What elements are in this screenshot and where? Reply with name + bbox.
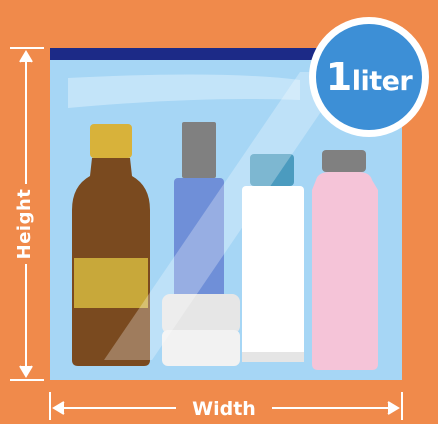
height-label: Height: [0, 204, 64, 244]
volume-number: 1: [326, 55, 352, 99]
volume-unit: liter: [352, 66, 413, 97]
volume-badge: 1liter: [309, 17, 429, 137]
pink-bottle: [312, 150, 378, 370]
volume-badge-inner: 1liter: [316, 24, 422, 130]
volume-badge-text: 1liter: [326, 55, 413, 99]
width-label: Width: [176, 396, 272, 422]
